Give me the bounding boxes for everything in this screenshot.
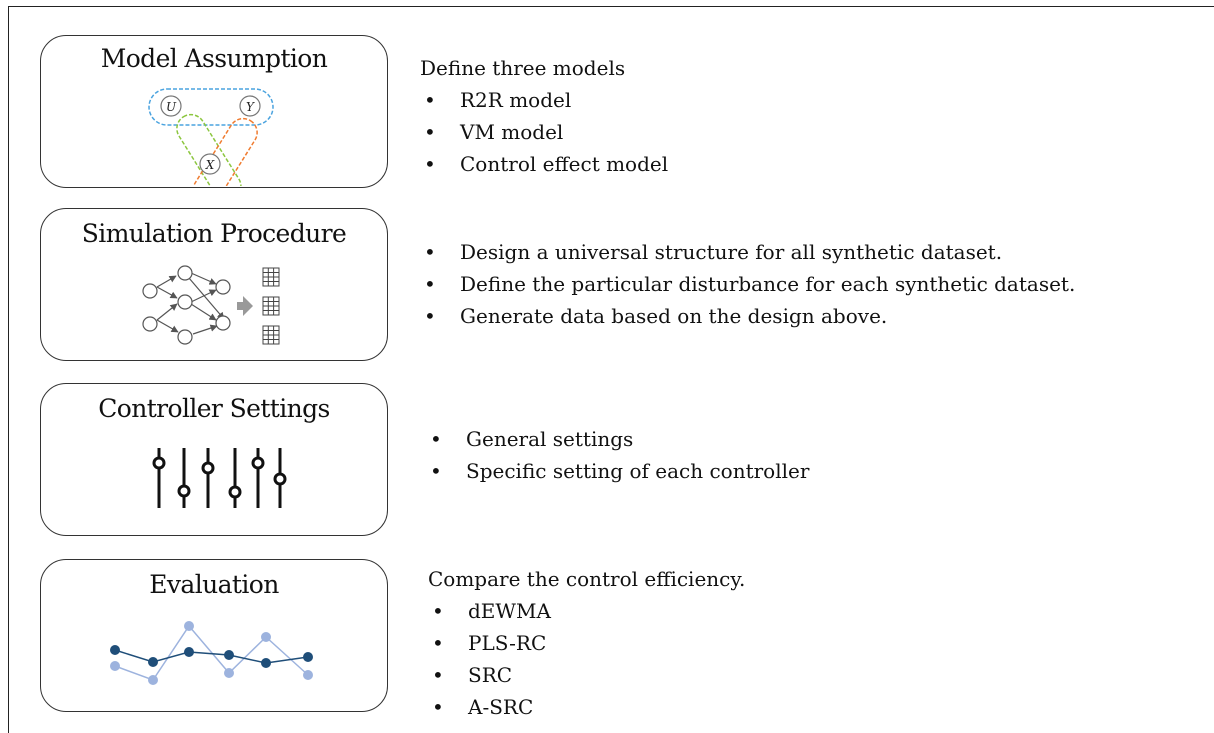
light-point (110, 661, 120, 671)
node-x-label: X (205, 158, 215, 172)
line-chart-icon (110, 621, 313, 685)
step-evaluation-desc: Compare the control efficiency. dEWMA PL… (428, 563, 745, 723)
desc-heading: Define three models (420, 56, 626, 80)
bullet-item: Define the particular disturbance for ea… (420, 268, 1075, 300)
node-x: X (199, 153, 221, 175)
frame-top-border (8, 6, 1214, 7)
node-u: U (160, 95, 182, 117)
bullet-list: R2R model VM model Control effect model (420, 84, 668, 180)
bullet-item: SRC (428, 659, 745, 691)
step-controller-settings-box: Controller Settings (40, 383, 388, 536)
bullet-item: Generate data based on the design above. (420, 300, 1075, 332)
step-controller-settings-desc: General settings Specific setting of eac… (426, 423, 809, 487)
light-point (148, 675, 158, 685)
step-simulation-procedure-box: Simulation Procedure (40, 208, 388, 361)
bullet-item: Specific setting of each controller (426, 455, 809, 487)
dark-point (148, 657, 158, 667)
series-light-line (114, 624, 309, 681)
table-icons (262, 267, 280, 345)
bullet-item: A-SRC (428, 691, 745, 723)
node-y-label: Y (246, 100, 255, 114)
bullet-list: dEWMA PLS-RC SRC A-SRC (428, 595, 745, 723)
desc-heading: Compare the control efficiency. (428, 567, 746, 591)
bullet-item: PLS-RC (428, 627, 745, 659)
light-point (184, 621, 194, 631)
bullet-item: VM model (420, 116, 668, 148)
ellipse-blue (148, 88, 274, 126)
dark-point (303, 652, 313, 662)
node-y: Y (239, 95, 261, 117)
venn-variables-icon: U Y X (148, 88, 274, 186)
step-title: Evaluation (149, 570, 279, 599)
series-dark-line (114, 649, 309, 664)
bullet-item: dEWMA (428, 595, 745, 627)
light-point (224, 668, 234, 678)
series-light-points (110, 621, 313, 685)
sliders-icon (152, 448, 287, 508)
light-point (261, 632, 271, 642)
bullet-item: General settings (426, 423, 809, 455)
step-title: Simulation Procedure (81, 219, 347, 248)
arrow-right-icon (237, 296, 253, 316)
bullet-list: General settings Specific setting of eac… (426, 423, 809, 487)
step-simulation-procedure-desc: Design a universal structure for all syn… (420, 236, 1075, 332)
dark-point (184, 647, 194, 657)
bullet-list: Design a universal structure for all syn… (420, 236, 1075, 332)
series-dark-points (110, 645, 313, 668)
dark-point (224, 650, 234, 660)
node-u-label: U (166, 100, 177, 114)
dark-point (261, 658, 271, 668)
bullet-item: Control effect model (420, 148, 668, 180)
bullet-item: Design a universal structure for all syn… (420, 236, 1075, 268)
step-evaluation-box: Evaluation (40, 559, 388, 712)
dark-point (110, 645, 120, 655)
step-model-assumption-desc: Define three models R2R model VM model C… (420, 52, 668, 180)
bullet-item: R2R model (420, 84, 668, 116)
light-point (303, 670, 313, 680)
ellipse-orange (192, 117, 258, 186)
network-to-tables-icon (142, 265, 280, 345)
step-title: Model Assumption (100, 44, 328, 73)
step-model-assumption-box: Model Assumption U Y X (40, 35, 388, 188)
step-title: Controller Settings (98, 394, 330, 423)
frame-left-border (8, 6, 9, 733)
ellipse-green (176, 113, 242, 186)
